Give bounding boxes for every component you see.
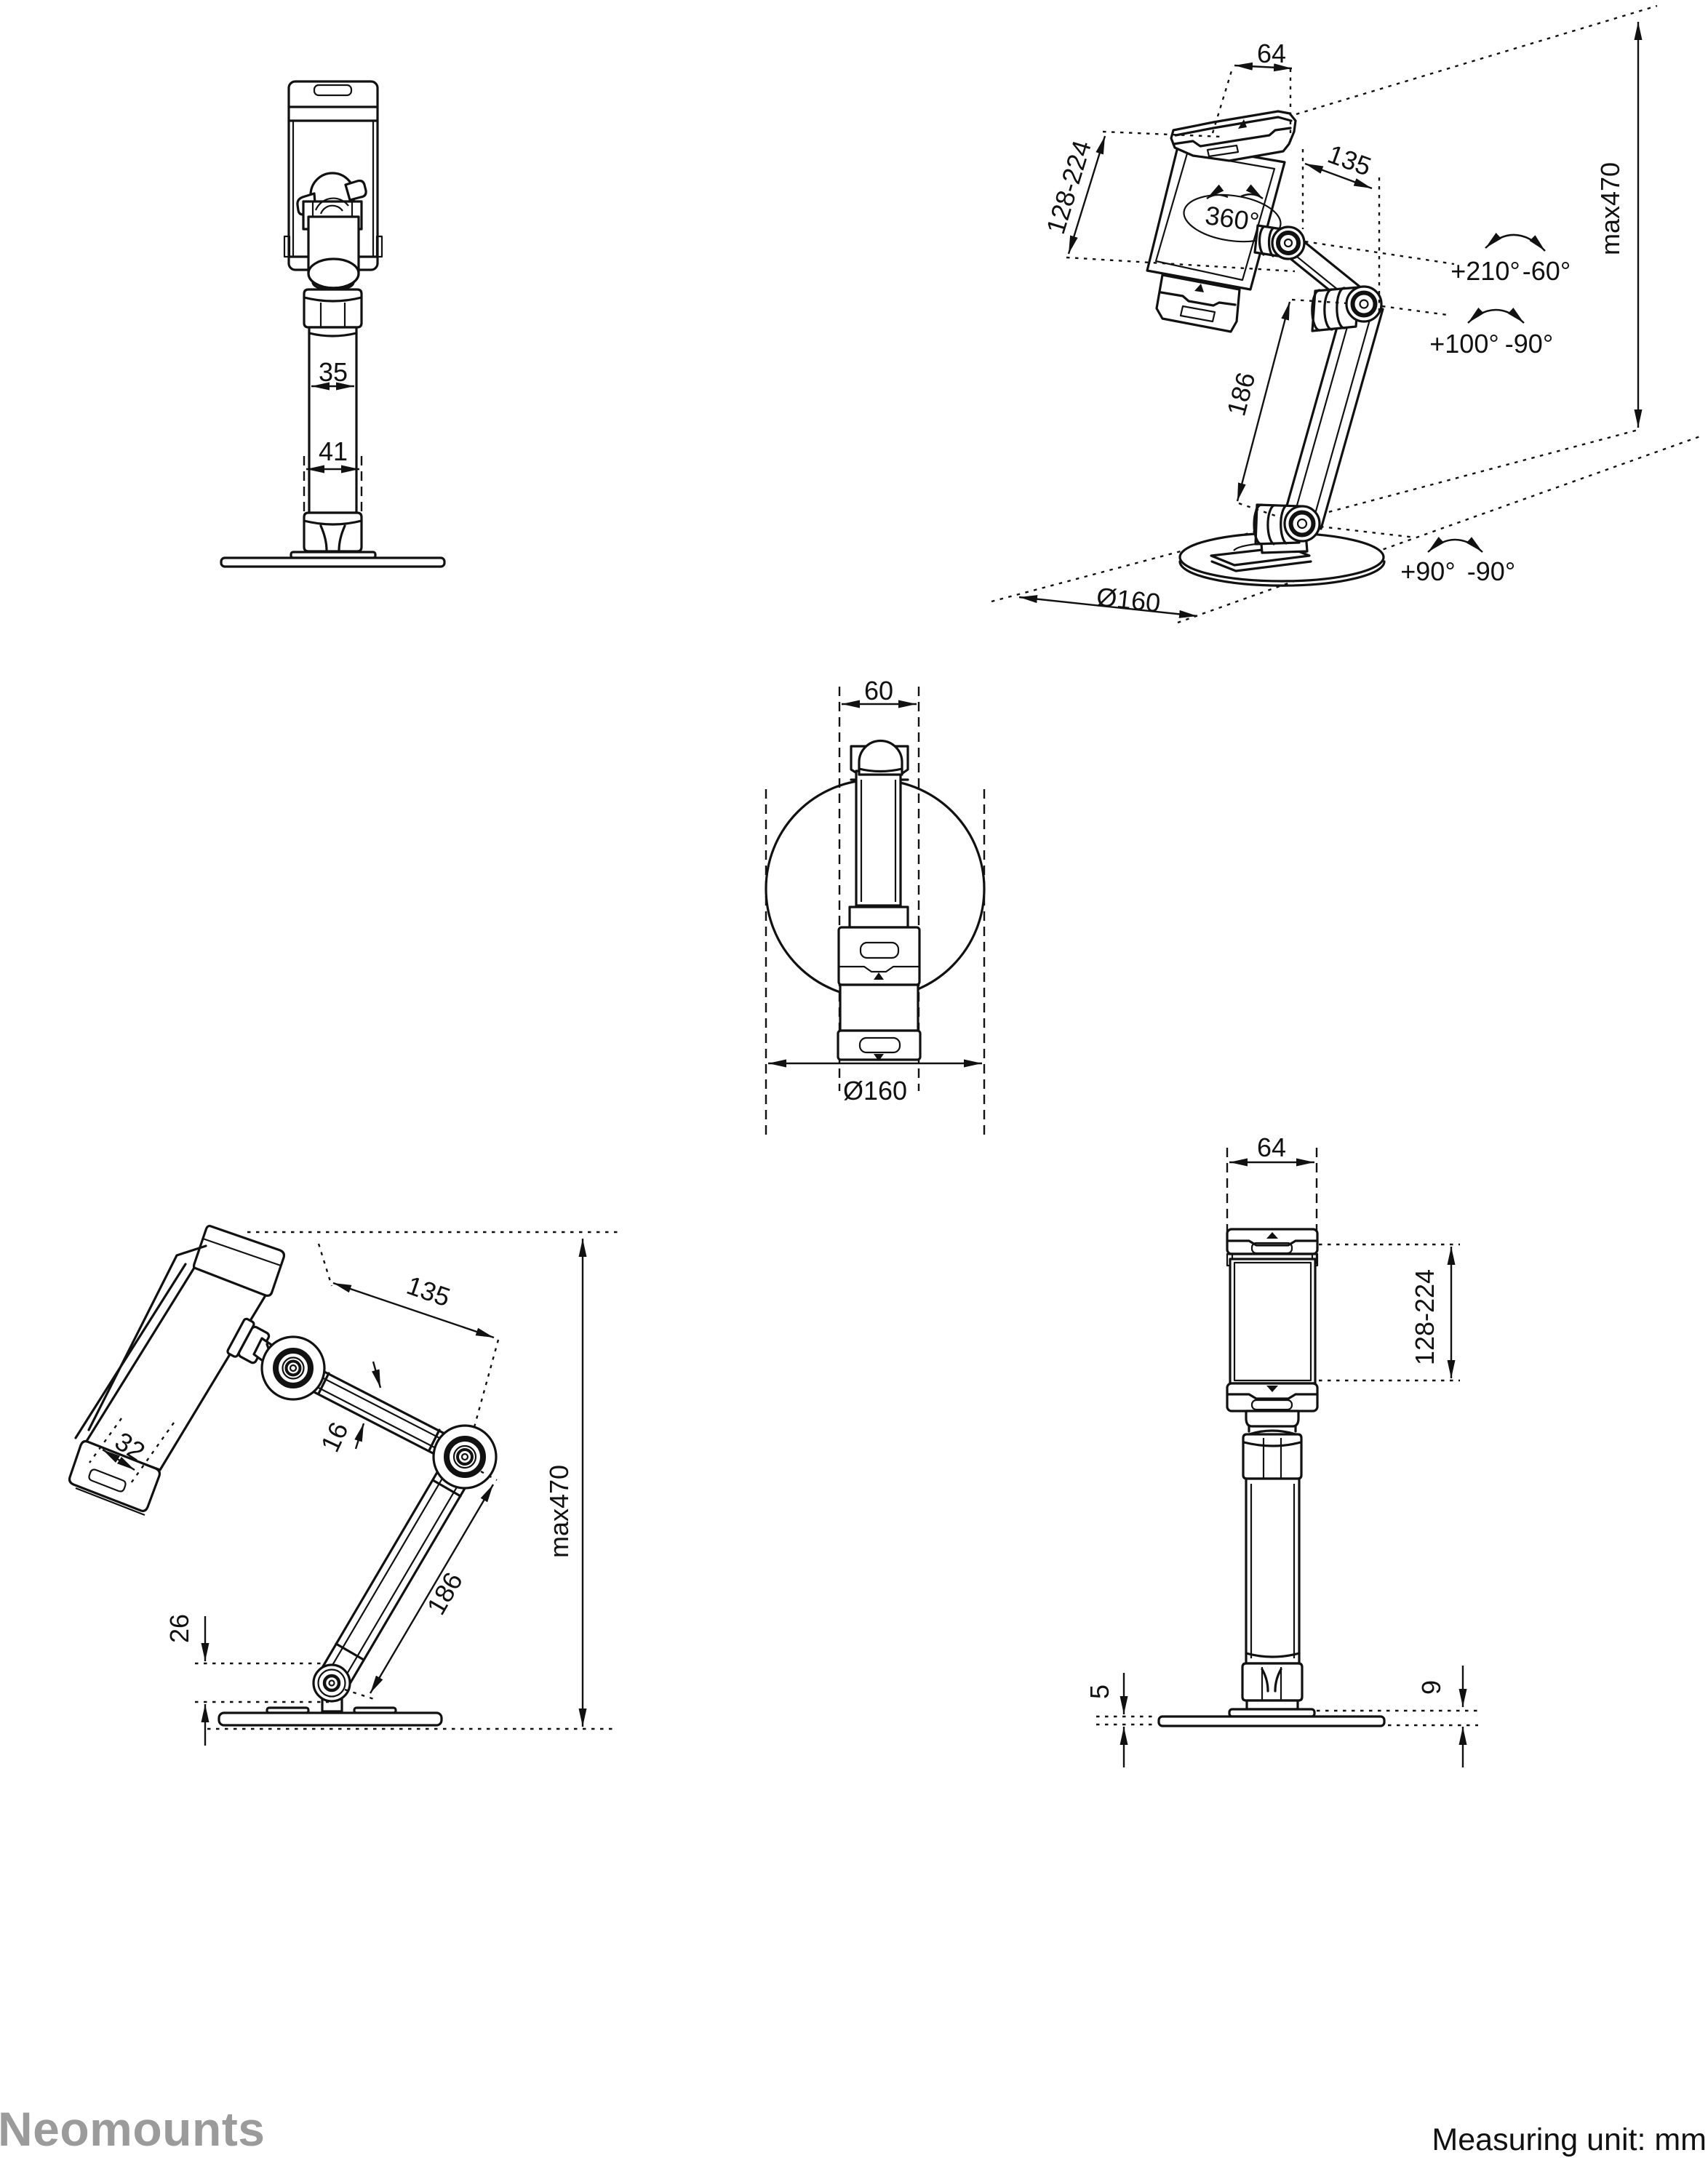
svg-text:max470: max470 <box>544 1465 574 1558</box>
svg-text:+210°: +210° <box>1450 256 1520 286</box>
svg-text:Ø160: Ø160 <box>843 1076 907 1106</box>
svg-text:64: 64 <box>1257 1132 1286 1162</box>
svg-text:26: 26 <box>164 1614 194 1643</box>
svg-text:+100°: +100° <box>1429 329 1499 359</box>
svg-text:Neomounts: Neomounts <box>0 2102 266 2156</box>
svg-text:+90°: +90° <box>1400 556 1455 586</box>
svg-text:Ø160: Ø160 <box>1095 582 1162 618</box>
svg-text:128-224: 128-224 <box>1410 1269 1440 1365</box>
svg-text:-90°: -90° <box>1505 329 1553 359</box>
svg-text:60: 60 <box>864 676 893 706</box>
svg-text:64: 64 <box>1257 39 1286 68</box>
svg-text:Measuring unit: mm: Measuring unit: mm <box>1432 2122 1707 2157</box>
svg-text:-90°: -90° <box>1467 556 1515 586</box>
svg-text:41: 41 <box>319 436 348 466</box>
svg-text:max470: max470 <box>1595 162 1625 255</box>
svg-text:9: 9 <box>1416 1680 1446 1695</box>
svg-text:35: 35 <box>319 357 348 387</box>
svg-text:5: 5 <box>1085 1685 1114 1699</box>
svg-text:-60°: -60° <box>1523 256 1571 286</box>
